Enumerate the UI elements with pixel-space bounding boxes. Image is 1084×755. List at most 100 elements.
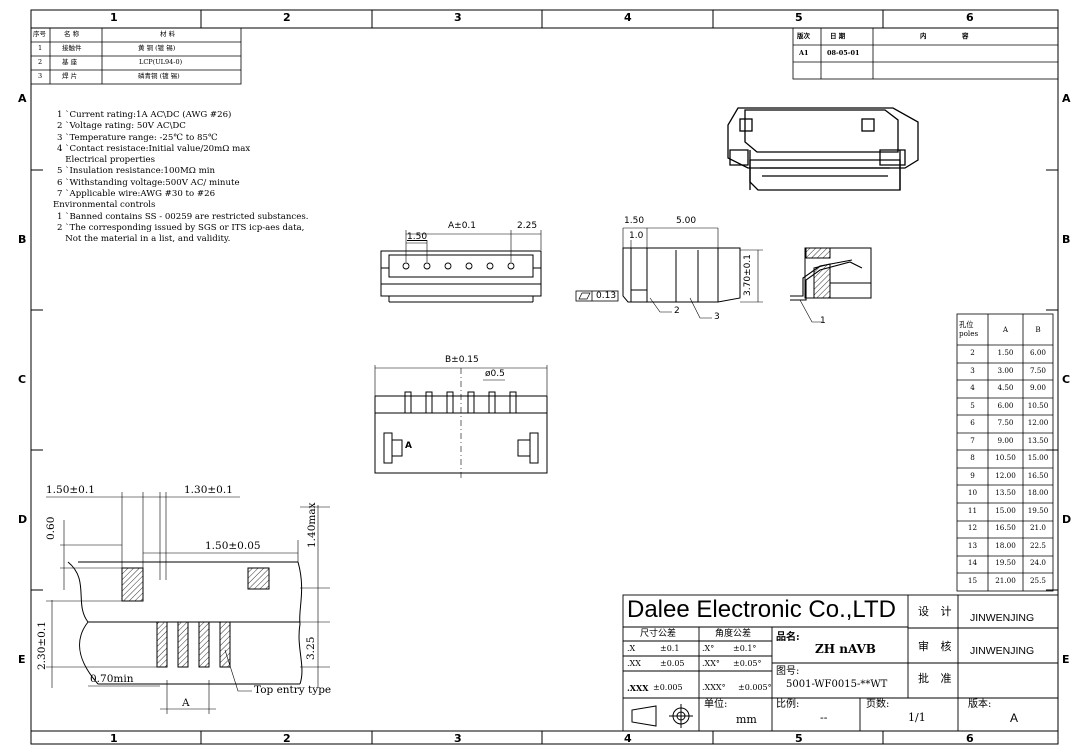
side-dim-150: 1.50 bbox=[624, 216, 645, 226]
approve-label: 批 准 bbox=[918, 672, 956, 685]
pole-table-cell: 4 bbox=[970, 383, 975, 392]
bom-cell: 2 bbox=[38, 58, 43, 66]
pole-table-cell: 12 bbox=[967, 523, 978, 532]
row-label-d: D bbox=[18, 513, 28, 526]
row-label-c: C bbox=[1062, 373, 1071, 386]
note-line: 4 `Contact resistace:Initial value/20mΩ … bbox=[57, 143, 251, 154]
pole-table-cell: 3 bbox=[970, 365, 975, 375]
note-line: 2 `The corresponding issued by SGS or IT… bbox=[57, 222, 305, 233]
revision-cell-version: A1 bbox=[799, 49, 809, 57]
row-label-d: D bbox=[1062, 513, 1072, 526]
spec-notes: 1 `Current rating:1A AC\DC (AWG #26) 2 `… bbox=[53, 110, 309, 246]
pole-table-cell: 24.0 bbox=[1029, 558, 1046, 567]
bom-table-lines bbox=[30, 27, 242, 85]
side-dim-500: 5.00 bbox=[676, 216, 697, 226]
company-name: Dalee Electronic Co.,LTD bbox=[627, 596, 896, 623]
tol-cell: .XXX° bbox=[702, 683, 726, 692]
review-value: JINWENJING bbox=[970, 645, 1035, 657]
design-label: 设 计 bbox=[918, 605, 956, 618]
note-line: 7 `Applicable wire:AWG #30 to #26 bbox=[57, 189, 216, 200]
product-label: 品名: bbox=[776, 632, 800, 643]
pole-table-cell: 10 bbox=[967, 488, 978, 497]
title-block-lines bbox=[622, 594, 1059, 732]
inner-border bbox=[30, 27, 1059, 732]
page-value: 1/1 bbox=[908, 711, 926, 724]
pole-table-cell: 18.00 bbox=[995, 540, 1016, 550]
row-label-c: C bbox=[18, 373, 27, 386]
bottom-dim-b: B±0.15 bbox=[445, 355, 479, 365]
pcb-dim-150-mid: 1.50±0.05 bbox=[205, 540, 261, 552]
review-label: 审 核 bbox=[918, 640, 956, 653]
row-label-e: E bbox=[1062, 653, 1070, 666]
col-label-5: 5 bbox=[795, 732, 803, 745]
pole-table-cell: 21.0 bbox=[1029, 523, 1046, 532]
front-dim-150: 1.50 bbox=[407, 232, 428, 242]
projection-symbol bbox=[631, 704, 693, 728]
pcb-dim-130: 1.30±0.1 bbox=[184, 484, 233, 496]
row-label-b: B bbox=[18, 233, 27, 246]
pole-table-cell: 4.50 bbox=[997, 383, 1014, 392]
column-dividers bbox=[200, 10, 884, 744]
note-line: 2 `Voltage rating: 50V AC\DC bbox=[57, 121, 186, 132]
pcb-dim-230: 2.30±0.1 bbox=[36, 621, 48, 670]
pole-table-cell: 15.00 bbox=[995, 505, 1016, 515]
pole-table-cell: 6 bbox=[970, 418, 975, 427]
row-label-a: A bbox=[18, 92, 27, 105]
pole-table-cell: 5 bbox=[970, 400, 975, 410]
bom-header-index: 序号 bbox=[33, 30, 46, 38]
note-line: 1 `Banned contains SS - 00259 are restri… bbox=[57, 211, 309, 222]
pole-table-cell: 11 bbox=[967, 505, 978, 515]
note-line: 5 `Insulation resistance:100MΩ min bbox=[57, 166, 216, 177]
pole-table-cell: 13.50 bbox=[995, 488, 1016, 497]
note-line: 6 `Withstanding voltage:500V AC/ minute bbox=[57, 177, 240, 188]
col-label-6: 6 bbox=[966, 11, 974, 24]
callout-1: 1 bbox=[820, 316, 826, 326]
top-entry-label: Top entry type bbox=[254, 684, 332, 696]
drawing-no-value: 5001-WF0015-**WT bbox=[786, 679, 888, 690]
version-label: 版本: bbox=[968, 699, 992, 710]
pole-table-cell: 9.00 bbox=[1029, 383, 1046, 392]
bottom-view bbox=[374, 365, 548, 480]
pole-table-cell: 1.50 bbox=[997, 348, 1014, 357]
pcb-dim-070: 0.70min bbox=[90, 673, 134, 685]
pole-table-cell: 22.5 bbox=[1029, 540, 1046, 550]
drawing-no-label: 图号: bbox=[776, 666, 800, 677]
tol-cell: .X° bbox=[702, 644, 715, 653]
bom-cell: 1 bbox=[38, 44, 43, 52]
revision-header-version: 版次 bbox=[797, 32, 810, 40]
pole-table-cell: 7 bbox=[970, 435, 975, 445]
bottom-mark-a: A bbox=[405, 441, 412, 451]
tol-cell: .XX° bbox=[702, 659, 720, 668]
bom-cell: 黄 铜 (镀 锡) bbox=[138, 44, 176, 52]
side-view bbox=[575, 227, 763, 319]
pole-table-cell: 2 bbox=[970, 348, 975, 357]
bom-cell: 接触件 bbox=[62, 44, 82, 52]
col-label-1: 1 bbox=[110, 732, 118, 745]
tol-cell: ±0.005 bbox=[653, 683, 683, 692]
pole-table-cell: 16.50 bbox=[995, 523, 1016, 532]
pole-header-b: B bbox=[1035, 325, 1041, 334]
product-value: ZH nAVB bbox=[815, 642, 876, 656]
note-line: Environmental controls bbox=[53, 200, 156, 211]
pole-table-cell: 6.00 bbox=[1029, 348, 1046, 357]
col-label-1: 1 bbox=[110, 11, 118, 24]
page-label: 页数: bbox=[866, 699, 890, 710]
revision-header-date: 日 期 bbox=[830, 32, 846, 40]
col-label-3: 3 bbox=[454, 732, 462, 745]
bom-cell: 3 bbox=[38, 72, 43, 80]
pcb-dim-060: 0.60 bbox=[45, 516, 57, 540]
scale-label: 比例: bbox=[776, 699, 800, 710]
col-label-4: 4 bbox=[624, 732, 632, 745]
pole-table-cell: 7.50 bbox=[997, 418, 1014, 427]
pole-table-cell: 19.50 bbox=[1027, 505, 1049, 515]
callout-2: 2 bbox=[674, 306, 680, 316]
callout-3: 3 bbox=[714, 312, 720, 322]
pole-header-a: A bbox=[1002, 325, 1009, 334]
tol-cell: ±0.1° bbox=[733, 644, 757, 653]
side-dim-10: 1.0 bbox=[629, 231, 644, 241]
row-label-e: E bbox=[18, 653, 26, 666]
revision-table-lines bbox=[792, 27, 1059, 80]
pole-table-cell: 15.00 bbox=[1027, 453, 1049, 462]
tol-angle-header: 角度公差 bbox=[715, 629, 752, 639]
note-line: 3 `Temperature range: -25℃ to 85℃ bbox=[57, 132, 218, 143]
